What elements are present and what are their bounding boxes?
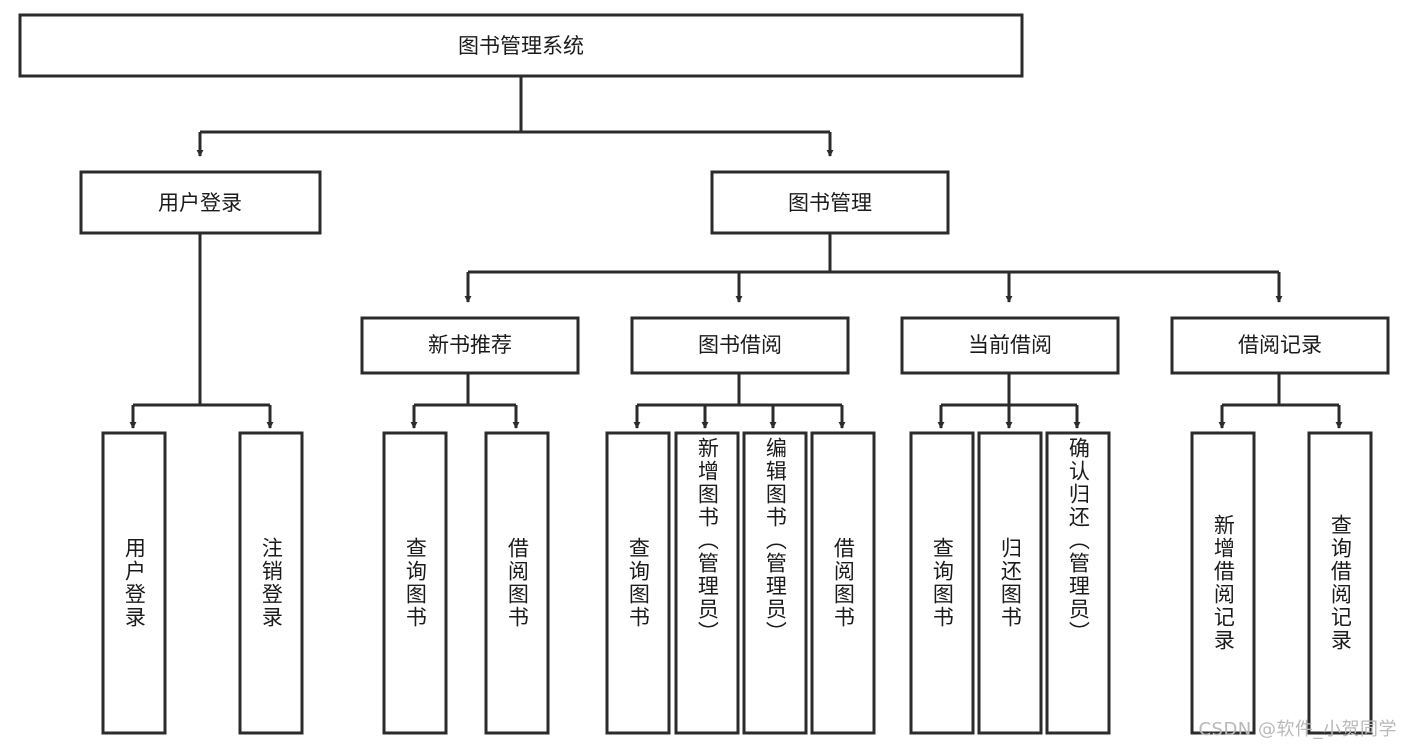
leaf-edit-book-text-wrap: 编辑图书（管理员）	[744, 433, 806, 733]
node-leaf-query-book-2[interactable]	[605, 431, 671, 735]
node-leaf-add-book[interactable]	[674, 431, 740, 735]
node-leaf-edit-book-label: 编辑图书（管理员）	[763, 437, 788, 644]
node-leaf-query-book-2-label: 查询图书	[626, 537, 651, 629]
node-leaf-borrow-book-1[interactable]	[484, 431, 550, 735]
node-leaf-query-book-1[interactable]	[382, 431, 448, 735]
node-leaf-query-book-1-label: 查询图书	[403, 537, 428, 629]
leaf-user-login-text-wrap: 用户登录	[103, 433, 165, 733]
node-leaf-borrow-book-2[interactable]	[810, 431, 876, 735]
node-leaf-confirm-return[interactable]	[1045, 431, 1111, 735]
node-leaf-query-record[interactable]	[1307, 431, 1373, 735]
csdn-watermark: CSDN @软件_小贺同学	[1198, 719, 1397, 740]
leaf-return-book-text-wrap: 归还图书	[979, 433, 1041, 733]
leaf-query-record-text-wrap: 查询借阅记录	[1309, 433, 1371, 733]
edge-user-login-to-leaves	[129, 233, 274, 429]
node-borrow-record-label: 借阅记录	[1238, 333, 1322, 357]
node-leaf-query-record-label: 查询借阅记录	[1328, 514, 1353, 652]
node-leaf-return-book[interactable]	[977, 431, 1043, 735]
node-leaf-edit-book[interactable]	[742, 431, 808, 735]
node-leaf-borrow-book-1-label: 借阅图书	[505, 537, 530, 629]
node-leaf-query-book-3-label: 查询图书	[930, 537, 955, 629]
node-leaf-borrow-book-2-label: 借阅图书	[831, 537, 856, 629]
node-leaf-add-record-label: 新增借阅记录	[1211, 514, 1236, 652]
leaf-query-book-2-text-wrap: 查询图书	[607, 433, 669, 733]
node-book-borrow-label: 图书借阅	[698, 333, 782, 357]
node-book-borrow[interactable]: 图书借阅	[630, 316, 850, 375]
edge-borrow-record-to-leaves	[1218, 373, 1343, 429]
leaf-confirm-return-text-wrap: 确认归还（管理员）	[1047, 433, 1109, 733]
node-book-manage-label: 图书管理	[788, 191, 872, 215]
node-leaf-user-login[interactable]	[101, 431, 167, 735]
node-user-login[interactable]: 用户登录	[79, 170, 322, 235]
node-user-login-label: 用户登录	[158, 191, 242, 215]
leaf-borrow-book-1-text-wrap: 借阅图书	[486, 433, 548, 733]
leaf-query-book-3-text-wrap: 查询图书	[911, 433, 973, 733]
edge-root-to-level2	[196, 77, 834, 157]
leaf-borrow-book-2-text-wrap: 借阅图书	[812, 433, 874, 733]
node-new-book-rec[interactable]: 新书推荐	[360, 316, 580, 375]
node-current-borrow[interactable]: 当前借阅	[900, 316, 1120, 375]
node-leaf-add-book-label: 新增图书（管理员）	[695, 437, 720, 644]
edge-new-book-rec-to-leaves	[410, 373, 520, 429]
edge-book-manage-to-level3	[464, 233, 1283, 303]
node-root-label: 图书管理系统	[458, 34, 584, 58]
node-current-borrow-label: 当前借阅	[968, 333, 1052, 357]
leaf-add-record-text-wrap: 新增借阅记录	[1192, 433, 1254, 733]
node-new-book-rec-label: 新书推荐	[428, 333, 512, 357]
node-leaf-query-book-3[interactable]	[909, 431, 975, 735]
node-leaf-confirm-return-label: 确认归还（管理员）	[1066, 437, 1091, 644]
node-leaf-user-login-label: 用户登录	[122, 537, 147, 629]
node-root[interactable]: 图书管理系统	[18, 13, 1024, 78]
edge-current-borrow-to-leaves	[937, 373, 1081, 429]
node-leaf-user-logout-label: 注销登录	[259, 537, 284, 629]
edge-book-borrow-to-leaves	[633, 373, 846, 429]
node-leaf-add-record[interactable]	[1190, 431, 1256, 735]
leaf-user-logout-text-wrap: 注销登录	[240, 433, 302, 733]
node-book-manage[interactable]: 图书管理	[710, 170, 950, 235]
leaf-add-book-text-wrap: 新增图书（管理员）	[676, 433, 738, 733]
node-leaf-user-logout[interactable]	[238, 431, 304, 735]
node-borrow-record[interactable]: 借阅记录	[1170, 316, 1390, 375]
leaf-query-book-1-text-wrap: 查询图书	[384, 433, 446, 733]
node-leaf-return-book-label: 归还图书	[998, 537, 1023, 629]
